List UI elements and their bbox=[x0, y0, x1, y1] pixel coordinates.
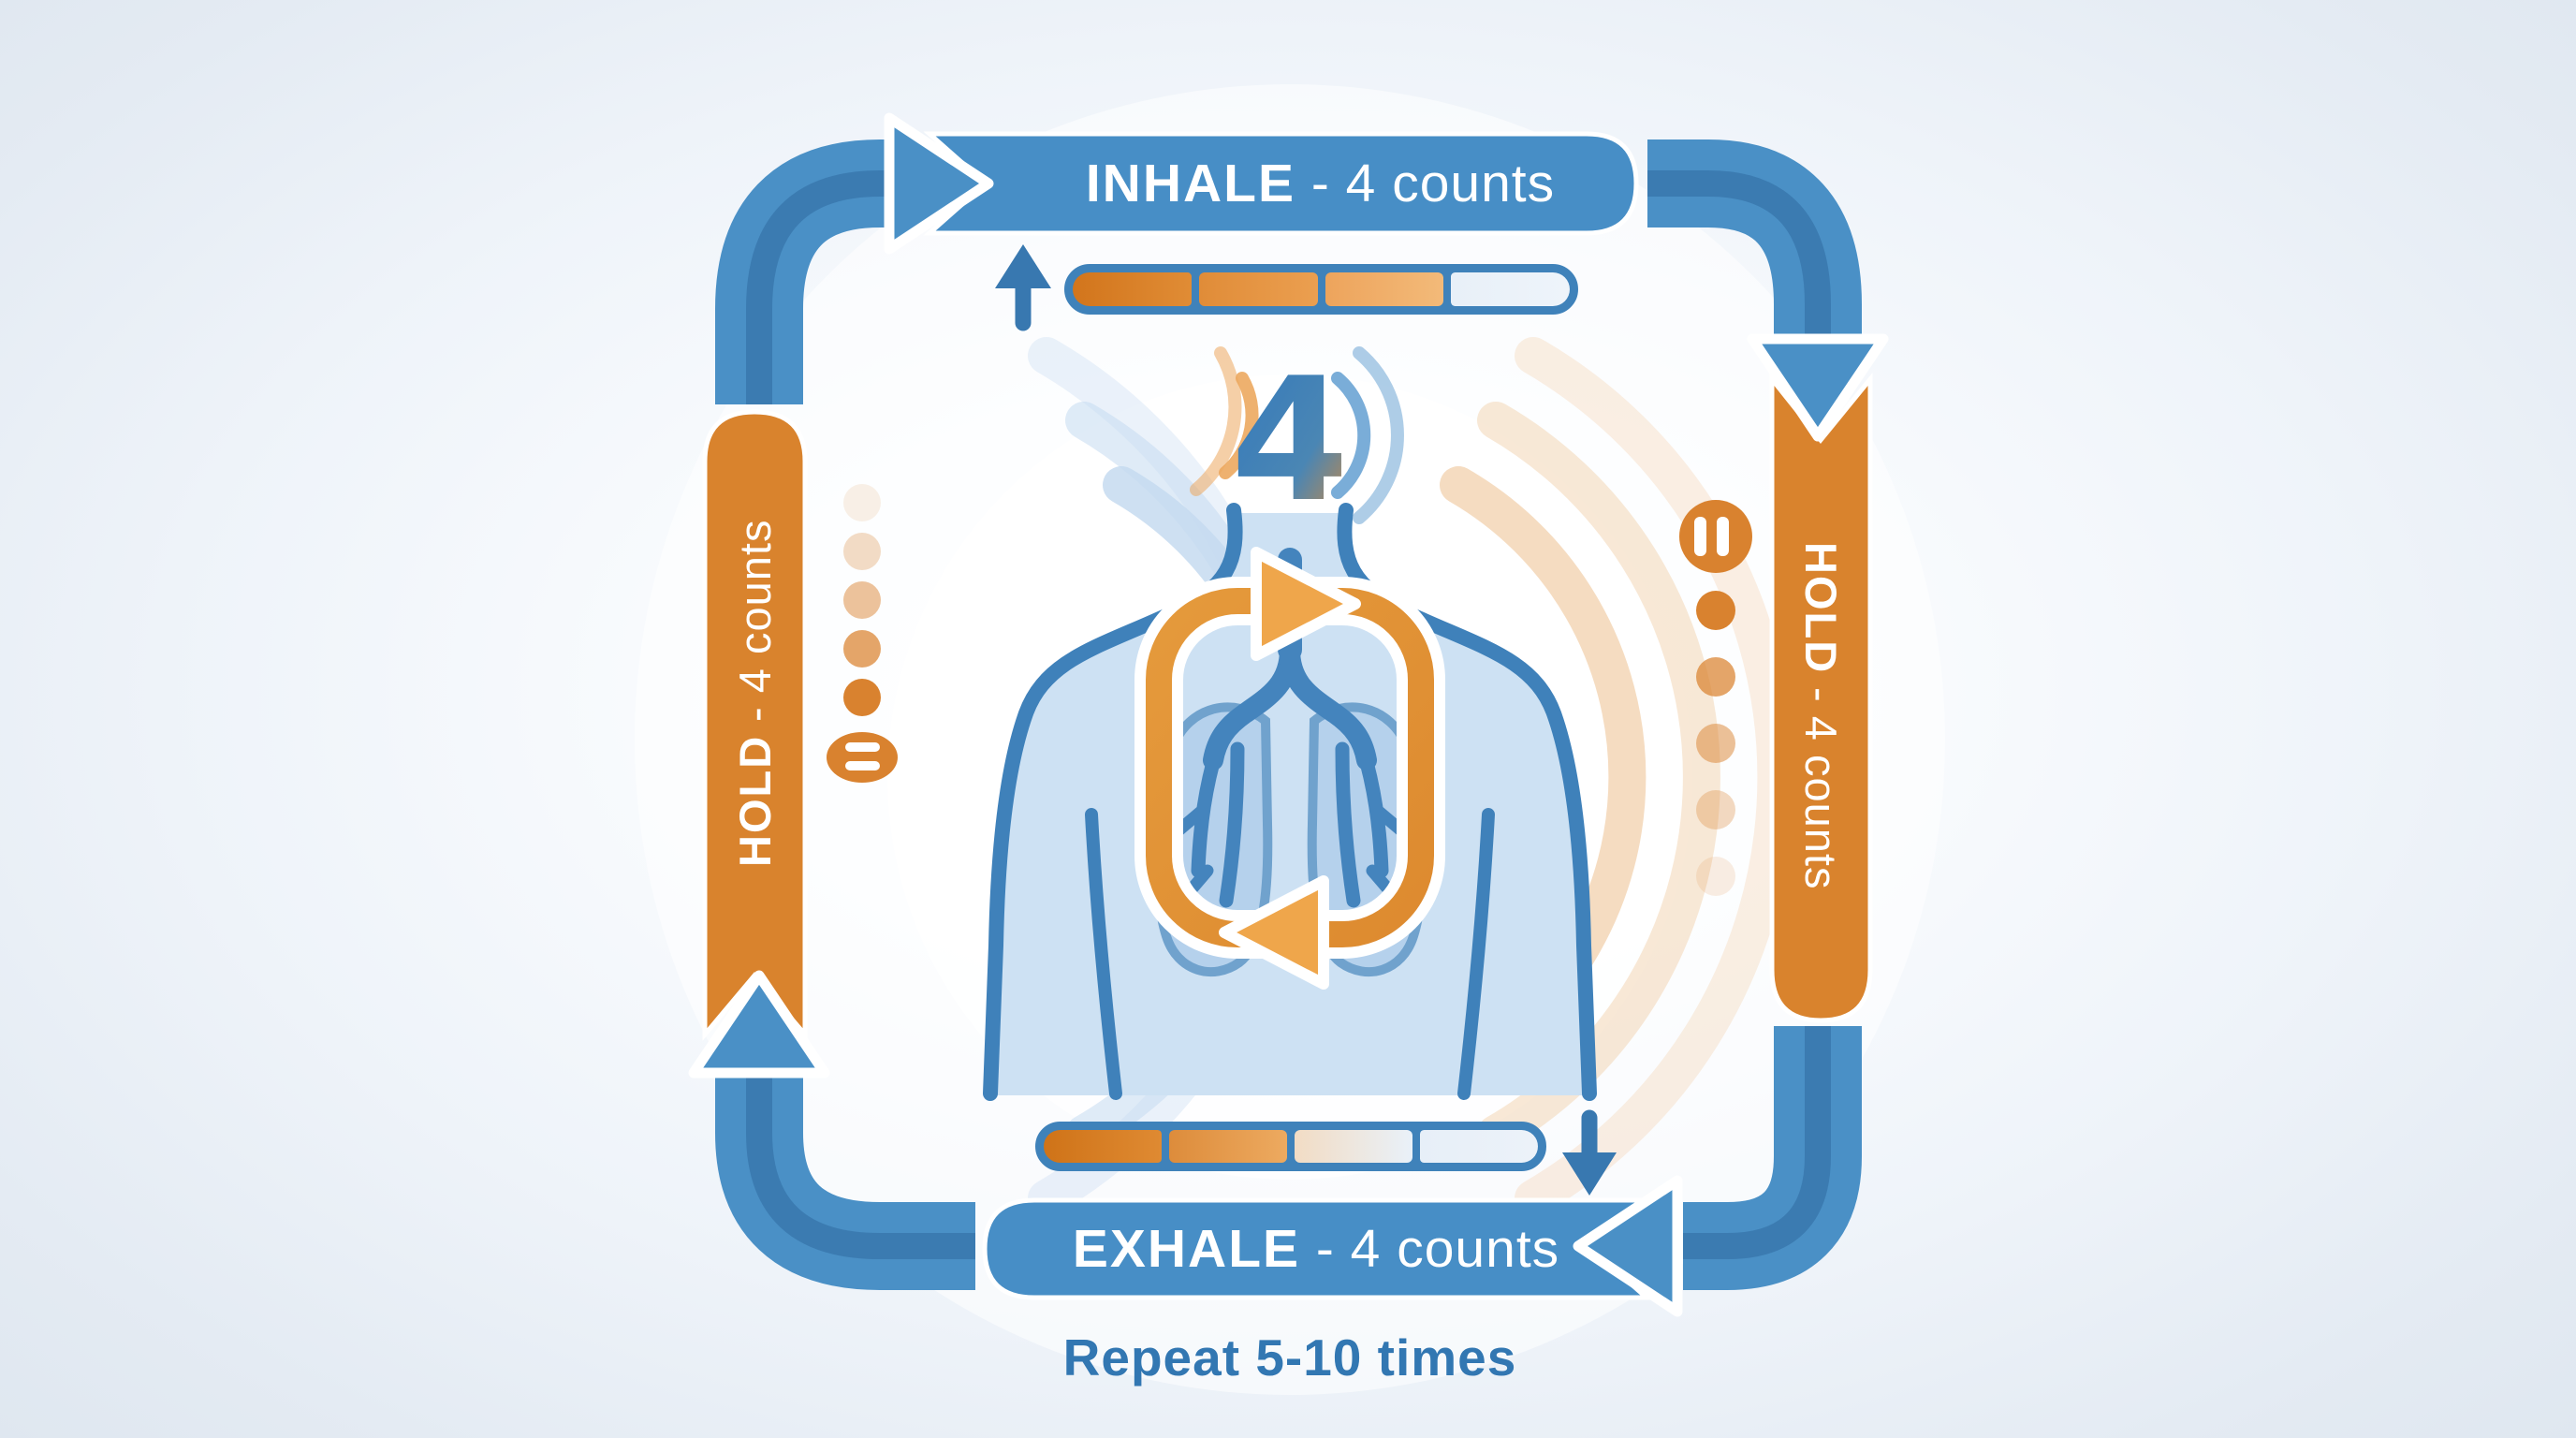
breath-cycle-loop-icon bbox=[1134, 547, 1445, 990]
exhale-banner bbox=[982, 1197, 1653, 1300]
inhale-direction-arrow-icon bbox=[995, 244, 1051, 331]
banner-shapes bbox=[702, 131, 1873, 1300]
exhale-banner-label: EXHALE - 4 counts bbox=[985, 1200, 1685, 1298]
exhale-progress-bar bbox=[1035, 1122, 1546, 1171]
inhale-flow-arrow-icon bbox=[884, 112, 994, 255]
hold-left-detail: - 4 counts bbox=[730, 519, 780, 735]
hold-count-dot bbox=[843, 581, 881, 619]
hold-count-dot bbox=[1696, 790, 1735, 829]
hold-count-dot bbox=[1696, 857, 1735, 896]
inhale-banner-label: INHALE - 4 counts bbox=[929, 134, 1674, 233]
hold-count-dot bbox=[843, 630, 881, 668]
exhale-word: EXHALE bbox=[1072, 1219, 1301, 1279]
progress-segment bbox=[1198, 272, 1318, 306]
exhale-direction-arrow-icon bbox=[1562, 1109, 1617, 1196]
hold-count-dot bbox=[1696, 724, 1735, 763]
inhale-progress-bar bbox=[1064, 264, 1578, 315]
repeat-note: Repeat 5-10 times bbox=[1062, 1328, 1517, 1387]
hold-right-banner bbox=[1769, 372, 1873, 1023]
hold-return-arrow-icon bbox=[688, 970, 830, 1078]
hold-flow-arrow-icon bbox=[1747, 333, 1889, 442]
count-ripples-icon bbox=[1190, 346, 1404, 524]
hold-count-dot bbox=[843, 533, 881, 570]
progress-segment bbox=[1451, 272, 1570, 306]
count-number: 4 bbox=[1231, 341, 1350, 539]
hold-right-detail: - 4 counts bbox=[1796, 674, 1846, 890]
flow-arrowheads bbox=[688, 112, 1889, 1317]
hold-left-banner bbox=[702, 409, 808, 1041]
hold-count-dot bbox=[1696, 657, 1735, 697]
hold-left-banner-label: HOLD - 4 counts bbox=[705, 421, 805, 964]
cycle-ring-stripe bbox=[746, 170, 1831, 1259]
hold-right-banner-label: HOLD - 4 counts bbox=[1772, 412, 1870, 1020]
hold-count-dot bbox=[843, 484, 881, 521]
progress-segment bbox=[1044, 1130, 1162, 1163]
progress-segment bbox=[1169, 1130, 1287, 1163]
inhale-word: INHALE bbox=[1085, 154, 1296, 213]
progress-segment bbox=[1073, 272, 1192, 306]
exhale-detail: - 4 counts bbox=[1300, 1219, 1560, 1279]
hold-left-pause-icon bbox=[827, 732, 898, 783]
hold-count-dot bbox=[843, 679, 881, 716]
inhale-banner bbox=[923, 131, 1639, 236]
hold-right-word: HOLD bbox=[1796, 542, 1846, 675]
exhale-flow-arrow-icon bbox=[1573, 1175, 1683, 1317]
progress-segment bbox=[1420, 1130, 1538, 1163]
hold-right-dots bbox=[1696, 591, 1735, 923]
inhale-detail: - 4 counts bbox=[1295, 154, 1556, 213]
progress-segment bbox=[1325, 272, 1444, 306]
hold-left-word: HOLD bbox=[730, 734, 780, 867]
hold-right-pause-icon bbox=[1679, 500, 1752, 573]
hold-left-dots bbox=[843, 484, 881, 727]
hold-count-dot bbox=[1696, 591, 1735, 630]
progress-segment bbox=[1295, 1130, 1412, 1163]
